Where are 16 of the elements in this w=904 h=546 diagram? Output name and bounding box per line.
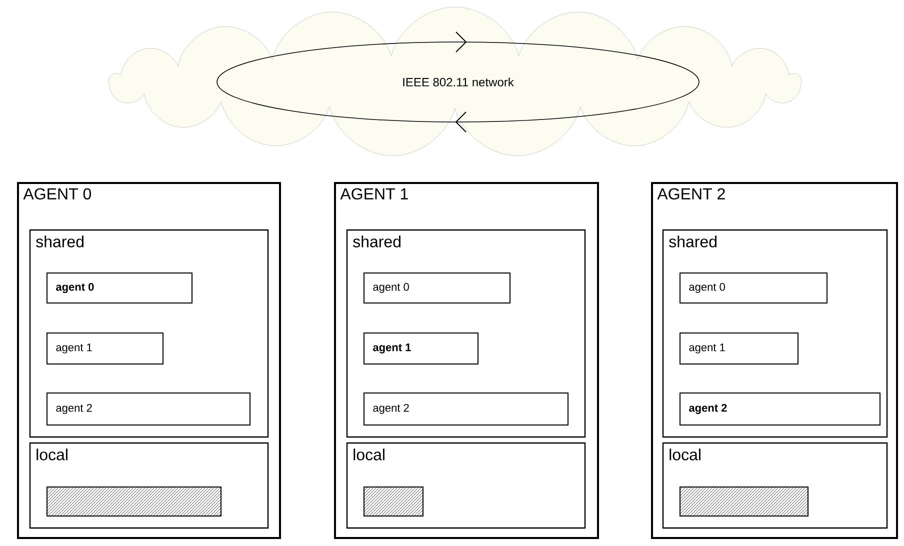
local-box: local [29,442,269,529]
agent-entry-box: agent 1 [680,332,798,364]
hatched-bar [364,486,424,516]
local-box: local [346,442,586,529]
agent-entry-box: agent 0 [46,272,192,304]
agent-entry-box: agent 2 [680,392,880,426]
agent-entry-box: agent 2 [364,392,568,426]
agent-entry-box: agent 2 [46,392,250,426]
local-box: local [662,442,888,529]
hatched-bar [680,486,808,516]
agent-entry-box: agent 0 [680,272,828,304]
hatched-bar [46,486,222,516]
agent-entry-box: agent 1 [46,332,164,364]
cloud-shape [108,6,802,156]
agent-entry-box: agent 1 [364,332,478,364]
agent-entry-box: agent 0 [364,272,510,304]
